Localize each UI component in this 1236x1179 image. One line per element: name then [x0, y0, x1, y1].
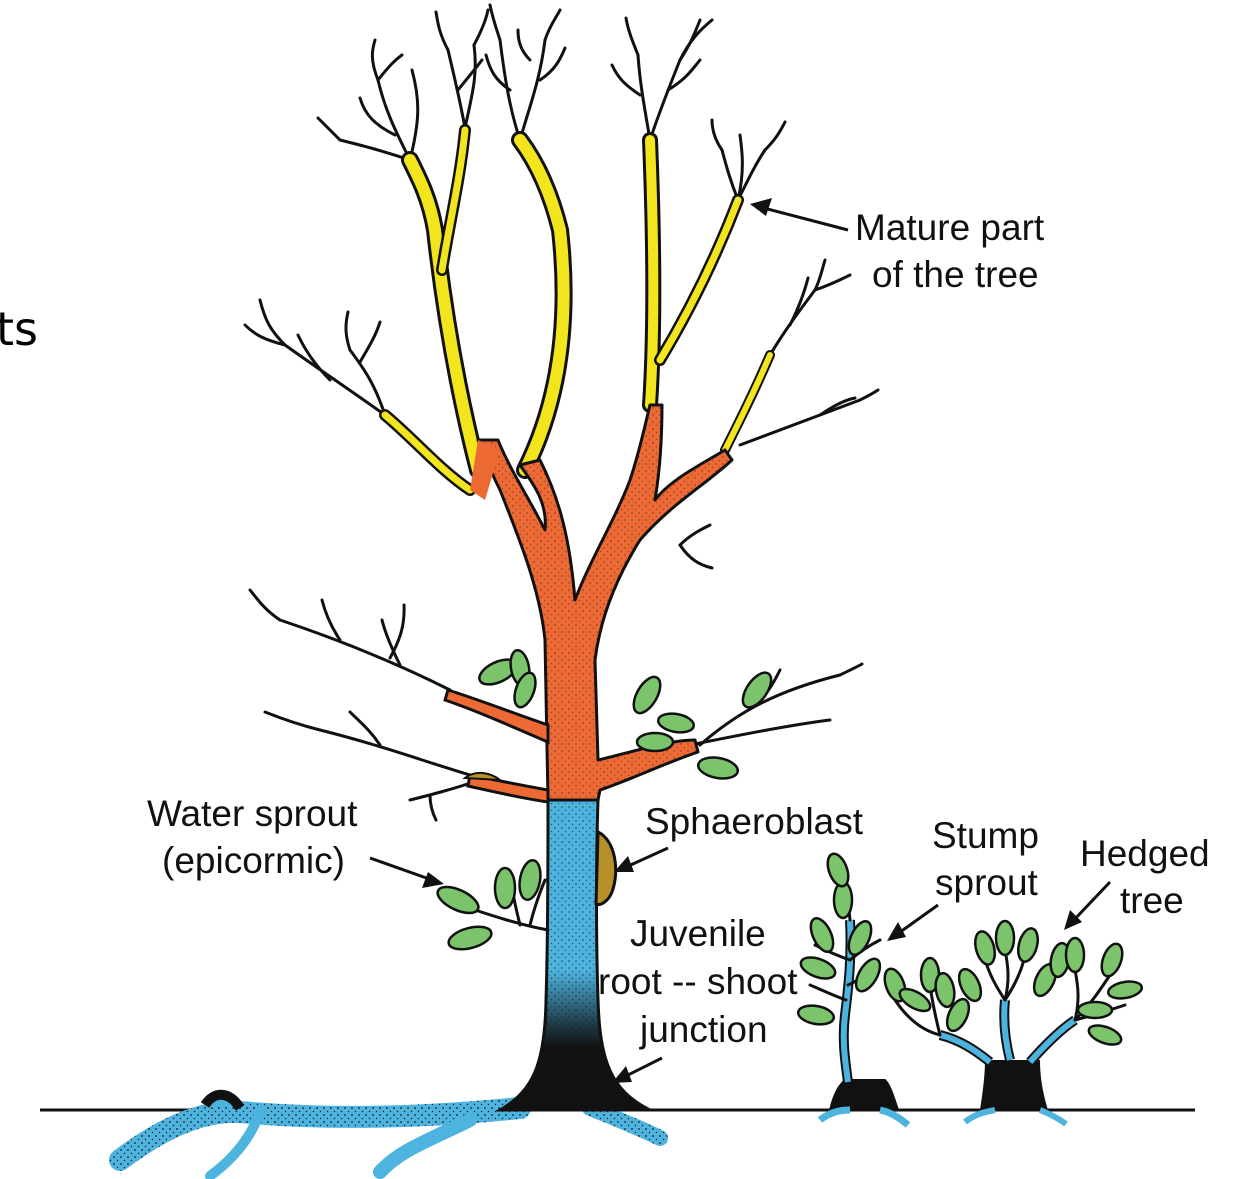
- label-juvenile-line3: junction: [639, 1009, 768, 1050]
- label-mature-line1: Mature part: [855, 207, 1045, 248]
- label-stump-line1: Stump: [932, 815, 1039, 856]
- label-juvenile-line2: root -- shoot: [598, 961, 798, 1002]
- arrow-juvenile-junction: [612, 1058, 662, 1083]
- trunk: [500, 800, 650, 1110]
- water-sprout: [434, 859, 548, 954]
- hedged-tree: [881, 921, 1143, 1124]
- mature-limbs: [385, 130, 770, 490]
- label-hedged-line1: Hedged: [1080, 833, 1210, 874]
- label-hedged-line2: tree: [1120, 880, 1184, 921]
- label-mature-line2: of the tree: [872, 254, 1039, 295]
- label-juvenile-line1: Juvenile: [630, 913, 766, 954]
- label-stump-line2: sprout: [935, 862, 1039, 903]
- sphaeroblast-burl: [596, 832, 616, 905]
- arrow-hedged-tree: [1064, 882, 1110, 930]
- transition-zone: [445, 405, 732, 802]
- arrow-water-sprout: [370, 858, 444, 888]
- arrow-sphaeroblast: [614, 848, 668, 872]
- label-water-sprout-line1: Water sprout: [147, 793, 358, 834]
- label-sphaeroblast: Sphaeroblast: [645, 801, 864, 842]
- arrow-stump-sprout: [887, 905, 938, 941]
- side-text-fragment: ts: [0, 302, 38, 356]
- arrow-mature: [750, 198, 848, 230]
- label-water-sprout-line2: (epicormic): [162, 840, 345, 881]
